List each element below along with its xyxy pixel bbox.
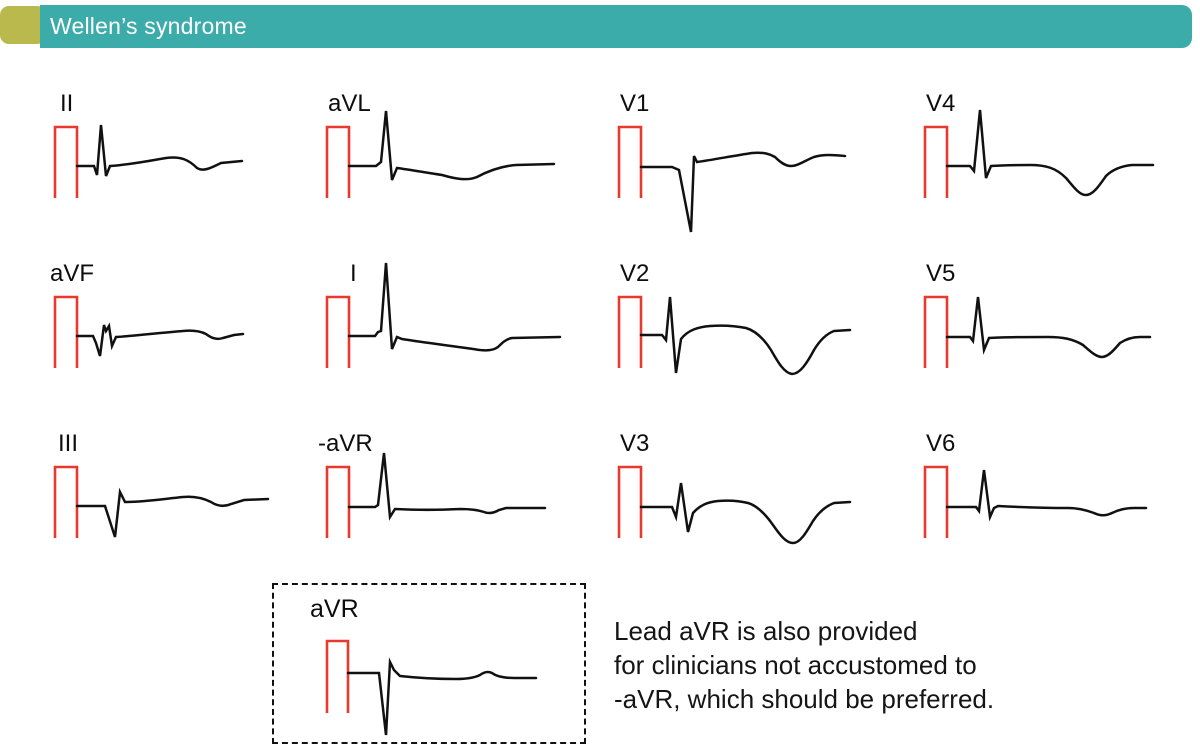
ecg-cell-lead-v5: V5 [918, 255, 1198, 420]
lead-label: V4 [926, 90, 956, 117]
ecg-waveform [53, 295, 245, 368]
title-bar: Wellen’s syndrome [40, 5, 1192, 48]
calibration-pulse-icon [923, 295, 949, 368]
ecg-waveform [923, 109, 1155, 198]
ecg-trace [347, 262, 562, 352]
ecg-trace [639, 482, 852, 545]
ecg-trace [945, 109, 1155, 197]
ecg-cell-lead-v2: V2 [612, 255, 892, 420]
ecg-cell-lead-minus-avr: -aVR [318, 425, 600, 590]
ecg-cell-lead-v6: V6 [918, 425, 1198, 590]
calibration-pulse-icon [53, 465, 79, 538]
lead-label: V2 [620, 260, 650, 287]
ecg-trace [639, 151, 847, 233]
lead-label: aVL [328, 90, 371, 117]
ecg-waveform [325, 262, 562, 368]
lead-label: II [60, 90, 74, 117]
ecg-trace [75, 322, 245, 357]
note-line-3: -aVR, which should be preferred. [614, 684, 995, 714]
ecg-waveform-avr [325, 639, 538, 736]
lead-label: V5 [926, 260, 956, 287]
calibration-pulse-icon [325, 295, 351, 368]
avr-note: Lead aVR is also provided for clinicians… [614, 614, 994, 716]
calibration-pulse-icon [617, 125, 643, 198]
ecg-trace [347, 110, 556, 181]
ecg-cell-lead-i: I [320, 255, 600, 420]
ecg-trace [945, 469, 1148, 522]
ecg-waveform [53, 124, 244, 198]
ecg-waveform [617, 295, 852, 376]
ecg-cell-lead-avf: aVF [48, 255, 328, 420]
ecg-cell-lead-iii: III [48, 425, 328, 590]
ecg-waveform [53, 465, 270, 538]
calibration-pulse-icon [923, 125, 949, 198]
ecg-cell-lead-ii: II [48, 85, 328, 250]
ecg-cell-lead-v3: V3 [612, 425, 892, 590]
calibration-pulse-icon [617, 295, 643, 368]
ecg-waveform [325, 452, 547, 538]
lead-label: V1 [620, 90, 650, 117]
ecg-waveform [617, 465, 852, 545]
calibration-pulse-icon [617, 465, 643, 538]
accent-tab [0, 6, 46, 44]
ecg-trace [75, 487, 270, 538]
ecg-waveform [325, 110, 556, 198]
lead-label: aVR [310, 595, 359, 623]
calibration-pulse-icon [325, 639, 350, 713]
note-line-2: for clinicians not accustomed to [614, 650, 977, 680]
ecg-trace [346, 657, 538, 736]
lead-label: aVF [50, 260, 95, 287]
ecg-trace [639, 296, 852, 376]
calibration-pulse-icon [53, 125, 79, 198]
ecg-trace [945, 296, 1152, 359]
lead-label: III [58, 430, 79, 457]
lead-label: V6 [926, 430, 956, 457]
avr-inset-box [272, 583, 586, 744]
lead-label: -aVR [318, 430, 373, 457]
calibration-pulse-icon [923, 465, 949, 538]
lead-label: V3 [620, 430, 650, 457]
calibration-pulse-icon [53, 295, 79, 368]
page-title: Wellen’s syndrome [50, 13, 247, 39]
ecg-waveform [923, 465, 1148, 538]
ecg-cell-lead-v4: V4 [918, 85, 1198, 250]
lead-label: I [350, 260, 357, 287]
calibration-pulse-icon [325, 465, 351, 538]
ecg-cell-lead-avl: aVL [320, 85, 600, 250]
calibration-pulse-icon [325, 125, 351, 198]
ecg-trace [75, 124, 244, 177]
ecg-waveform [923, 295, 1152, 368]
note-line-1: Lead aVR is also provided [614, 616, 918, 646]
ecg-waveform [617, 125, 847, 233]
ecg-trace [347, 452, 547, 521]
ecg-cell-lead-v1: V1 [612, 85, 892, 250]
